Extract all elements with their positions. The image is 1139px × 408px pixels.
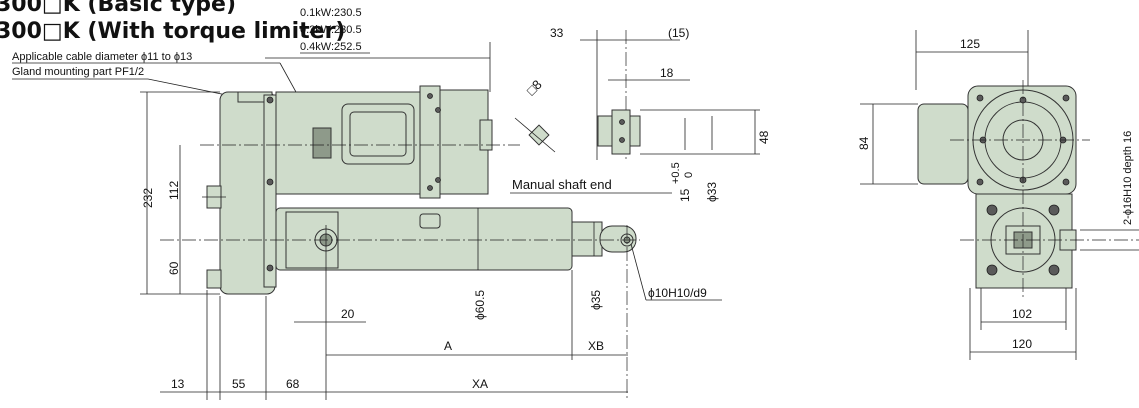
manual-shaft-stub	[479, 119, 493, 151]
bolt-icon	[986, 204, 998, 216]
rear-clevis-lower	[206, 269, 222, 289]
power-02kw-note: 0.2kW:230.5	[300, 24, 362, 36]
square-shaft-icon	[528, 124, 550, 146]
bolt-icon	[1062, 94, 1070, 102]
dim-33-top: 33	[550, 26, 564, 40]
rod-collar	[571, 221, 603, 257]
bolt-icon	[435, 177, 441, 183]
bolt-icon	[427, 185, 433, 191]
dim-XA: XA	[472, 377, 488, 391]
bolt-icon	[1048, 264, 1060, 276]
bolt-icon	[1062, 178, 1070, 186]
dim-55: 55	[232, 377, 246, 391]
dim-60: 60	[167, 261, 181, 275]
gearbox-flange	[263, 94, 277, 288]
title-basic-type: 300□K (Basic type)	[0, 0, 236, 17]
terminal-box-cover	[349, 111, 407, 157]
bolt-icon	[266, 264, 274, 272]
bolt-icon	[266, 178, 274, 186]
bolt-icon	[1048, 204, 1060, 216]
bolt-icon	[266, 96, 274, 104]
dim-15-ref: (15)	[668, 26, 689, 40]
cable-gland	[312, 127, 332, 159]
dim-20: 20	[341, 307, 355, 321]
power-04kw-note: 0.4kW:252.5	[300, 41, 362, 53]
title-torque-limiter: 300□K (With torque limiter)	[0, 19, 345, 44]
endview-motor-side	[917, 103, 969, 185]
tol-zero: 0	[683, 172, 695, 178]
cable-diameter-note: Applicable cable diameter ϕ11 to ϕ13	[12, 51, 192, 63]
bolt-icon	[435, 107, 441, 113]
dim-68: 68	[286, 377, 300, 391]
bolt-icon	[619, 119, 625, 125]
power-01kw-note: 0.1kW:230.5	[300, 7, 362, 19]
phi10-leader	[630, 243, 647, 301]
bolt-icon	[976, 178, 984, 186]
dim-phi10: ϕ10H10/d9	[648, 286, 707, 300]
bolt-icon	[619, 137, 625, 143]
dim-phi35: ϕ35	[589, 290, 603, 310]
hole-spec: 2-ϕ16H10 depth 16	[1122, 131, 1134, 225]
gland-mounting-note: Gland mounting part PF1/2	[12, 66, 144, 78]
dim-125: 125	[960, 37, 980, 51]
dim-112: 112	[167, 181, 181, 200]
dim-XB: XB	[588, 339, 604, 353]
dim-48: 48	[757, 130, 771, 144]
dim-84: 84	[857, 136, 871, 150]
dim-A: A	[444, 339, 452, 353]
shaft-end-key	[611, 109, 631, 155]
dim-102: 102	[1012, 307, 1032, 321]
bolt-icon	[427, 93, 433, 99]
dim-15: 15	[678, 188, 692, 202]
tol-plus: +0.5	[670, 162, 682, 184]
square-dim-line	[514, 117, 556, 153]
square-8: □8	[524, 77, 545, 98]
bolt-icon	[976, 94, 984, 102]
dim-phi33: ϕ33	[705, 182, 719, 202]
bolt-icon	[986, 264, 998, 276]
grease-nipple	[419, 213, 441, 229]
dim-13: 13	[171, 377, 185, 391]
dim-232: 232	[141, 188, 155, 208]
dim-18: 18	[660, 66, 674, 80]
dim-120: 120	[1012, 337, 1032, 351]
dim-phi60-5: ϕ60.5	[473, 290, 487, 320]
manual-shaft-end-label: Manual shaft end	[512, 177, 612, 192]
